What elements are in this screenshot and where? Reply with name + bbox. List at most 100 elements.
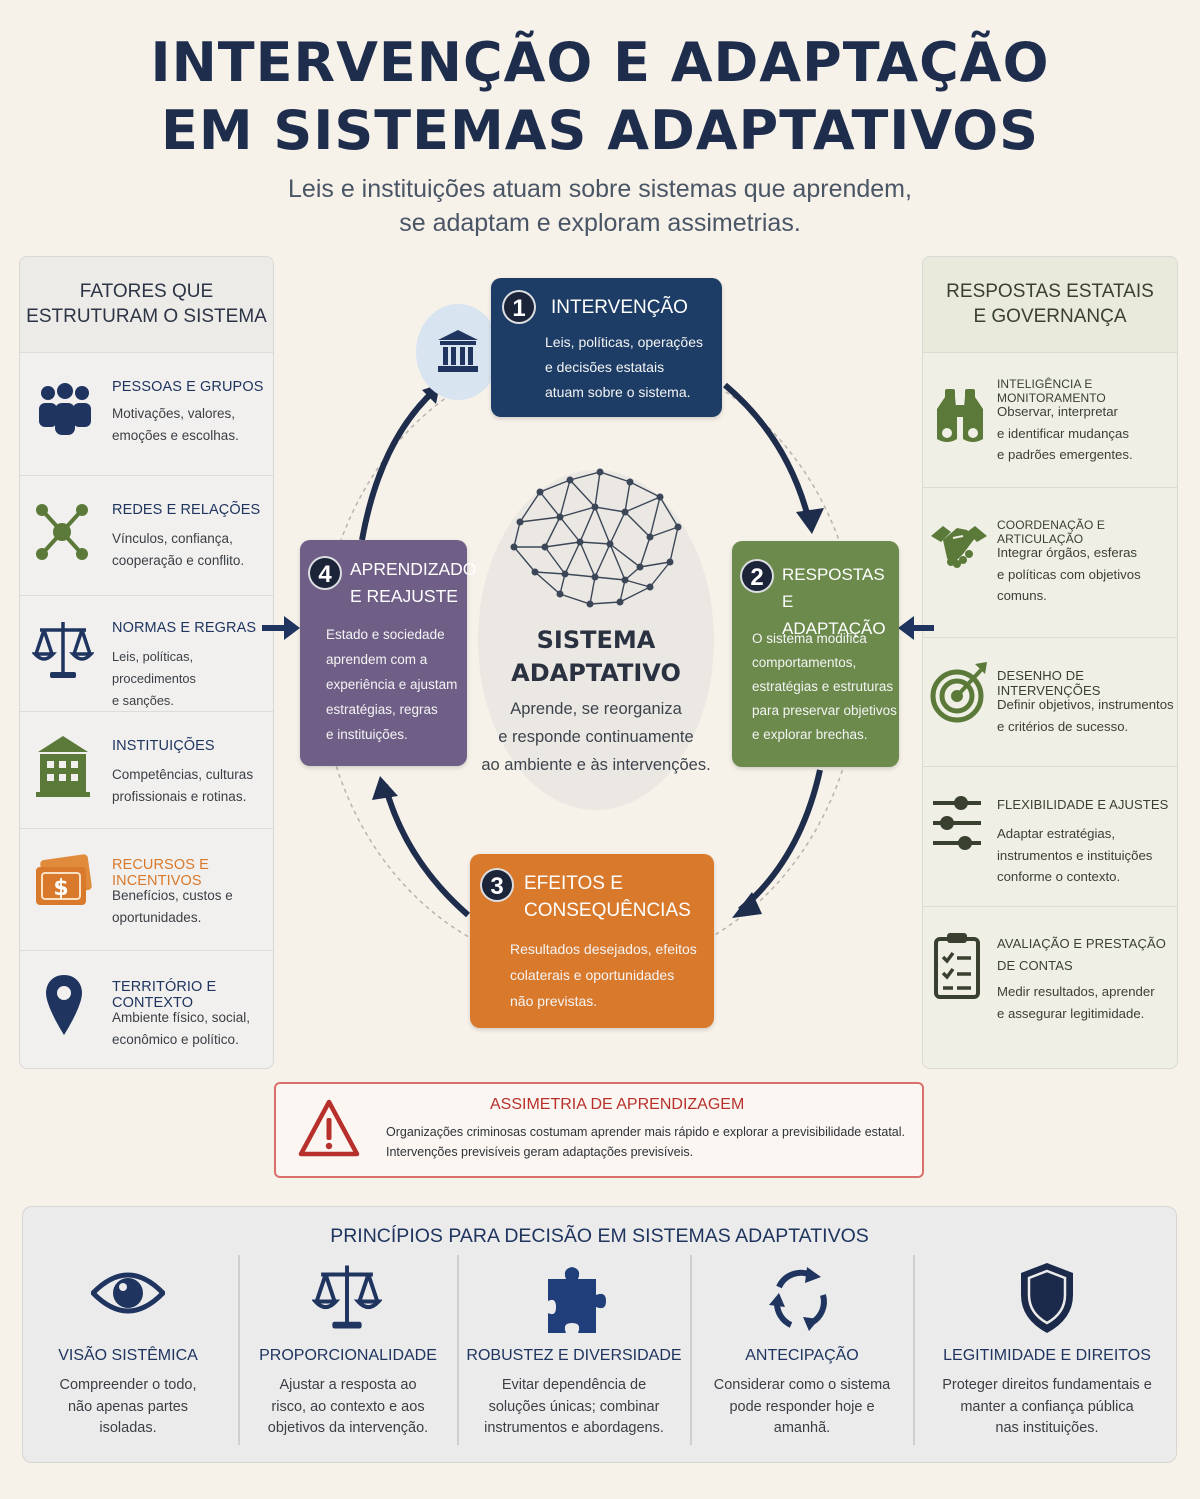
building-icon xyxy=(36,736,90,797)
right-item-coordenacao: COORDENAÇÃO E ARTICULAÇÃO Integrar órgão… xyxy=(923,488,1177,638)
warning-triangle-icon xyxy=(298,1099,360,1157)
step-number: 2 xyxy=(740,559,774,593)
left-factors-panel: FATORES QUE ESTRUTURAM O SISTEMA PESSOAS… xyxy=(19,256,274,1069)
right-item-desc: Adaptar estratégias, instrumentos e inst… xyxy=(997,826,1153,884)
svg-text:$: $ xyxy=(53,876,68,901)
right-item-desc: Integrar órgãos, esferas e políticas com… xyxy=(997,545,1141,603)
right-item-avaliacao: AVALIAÇÃO E PRESTAÇÃO DE CONTAS Medir re… xyxy=(923,907,1177,1070)
principle-desc: Considerar como o sistema pode responder… xyxy=(713,1377,891,1436)
alert-line1: Organizações criminosas costumam aprende… xyxy=(386,1125,905,1139)
alert-title: ASSIMETRIA DE APRENDIZAGEM xyxy=(490,1096,745,1113)
step-title: APRENDIZADO E REAJUSTE xyxy=(350,559,477,606)
right-item-desc: Observar, interpretar e identificar muda… xyxy=(997,404,1133,462)
arrow-1-to-2 xyxy=(723,382,813,526)
principle-desc: Proteger direitos fundamentais e manter … xyxy=(942,1377,1152,1436)
left-item-title: PESSOAS E GRUPOS xyxy=(112,379,264,395)
principles-title: PRINCÍPIOS PARA DECISÃO EM SISTEMAS ADAP… xyxy=(330,1225,869,1247)
binoculars-icon xyxy=(937,389,983,442)
left-item-title: REDES E RELAÇÕES xyxy=(112,502,261,518)
network-brain-icon xyxy=(510,468,682,608)
left-item-normas: NORMAS E REGRAS Leis, políticas, procedi… xyxy=(20,596,273,712)
principle-title: VISÃO SISTÊMICA xyxy=(58,1347,198,1364)
arrow-4-to-1 xyxy=(359,387,438,541)
center-system-title: SISTEMA ADAPTATIVO xyxy=(511,626,681,687)
right-governance-panel: RESPOSTAS ESTATAIS E GOVERNANÇA INTELIGÊ… xyxy=(922,256,1178,1069)
principle-title: PROPORCIONALIDADE xyxy=(259,1347,437,1364)
scales-icon xyxy=(312,1265,382,1329)
step-title: INTERVENÇÃO xyxy=(551,297,688,318)
principle-desc: Ajustar a resposta ao risco, ao contexto… xyxy=(267,1377,429,1436)
left-item-title: INSTITUIÇÕES xyxy=(112,738,215,754)
handshake-icon xyxy=(931,526,987,568)
people-icon xyxy=(39,383,91,435)
left-item-title: TERRITÓRIO E CONTEXTO xyxy=(112,979,217,1011)
arrow-2-to-3 xyxy=(738,769,823,913)
cycle-connectors xyxy=(262,349,934,971)
page-title-line2: EM SISTEMAS ADAPTATIVOS xyxy=(160,99,1040,162)
shield-icon xyxy=(1021,1263,1073,1333)
eye-icon xyxy=(91,1272,165,1314)
step-number: 4 xyxy=(308,556,342,590)
principle-legitimidade: LEGITIMIDADE E DIREITOS Proteger direito… xyxy=(916,1207,1178,1464)
step-4-aprendizado: 4 APRENDIZADO E REAJUSTE Estado e socied… xyxy=(300,540,476,766)
right-item-title: COORDENAÇÃO E ARTICULAÇÃO xyxy=(997,518,1105,546)
principle-robustez: ROBUSTEZ E DIVERSIDADE Evitar dependênci… xyxy=(460,1207,688,1464)
sliders-icon xyxy=(933,796,981,850)
step-desc: Leis, políticas, operações e decisões es… xyxy=(545,334,703,400)
puzzle-icon xyxy=(548,1267,606,1333)
learning-asymmetry-alert: ASSIMETRIA DE APRENDIZAGEM Organizações … xyxy=(274,1082,924,1178)
left-item-redes: REDES E RELAÇÕES Vínculos, confiança, co… xyxy=(20,476,273,596)
left-item-instituicoes: INSTITUIÇÕES Competências, culturas prof… xyxy=(20,712,273,829)
step-number: 1 xyxy=(502,290,536,324)
right-item-desenho: DESENHO DE INTERVENÇÕES Definir objetivo… xyxy=(923,638,1177,767)
left-item-title: RECURSOS E INCENTIVOS xyxy=(112,857,209,889)
principles-panel: PRINCÍPIOS PARA DECISÃO EM SISTEMAS ADAP… xyxy=(22,1206,1177,1463)
left-item-pessoas: PESSOAS E GRUPOS Motivações, valores, em… xyxy=(20,353,273,476)
right-item-title: AVALIAÇÃO E PRESTAÇÃO DE CONTAS xyxy=(997,936,1166,973)
network-icon xyxy=(36,504,88,560)
step-2-respostas: 2 RESPOSTAS E ADAPTAÇÃO O sistema modifi… xyxy=(732,541,899,767)
right-item-title: INTELIGÊNCIA E MONITORAMENTO xyxy=(997,377,1106,405)
right-panel-title: RESPOSTAS ESTATAIS E GOVERNANÇA xyxy=(923,257,1177,353)
location-pin-icon xyxy=(46,975,82,1035)
scales-icon xyxy=(32,622,94,678)
step-desc: Resultados desejados, efeitos colaterais… xyxy=(510,941,697,1009)
right-item-title: DESENHO DE INTERVENÇÕES xyxy=(997,668,1101,698)
right-item-inteligencia: INTELIGÊNCIA E MONITORAMENTO Observar, i… xyxy=(923,353,1177,488)
left-item-desc: Leis, políticas, procedimentos e sanções… xyxy=(112,649,196,708)
subtitle-line1: Leis e instituições atuam sobre sistemas… xyxy=(288,175,912,203)
left-item-desc: Benefícios, custos e oportunidades. xyxy=(112,888,233,925)
alert-line2: Intervenções previsíveis geram adaptaçõe… xyxy=(386,1145,694,1159)
cycle-arrows-icon xyxy=(769,1267,827,1331)
principle-desc: Compreender o todo, não apenas partes is… xyxy=(59,1377,197,1436)
principle-title: ANTECIPAÇÃO xyxy=(745,1347,859,1364)
left-panel-title: FATORES QUE ESTRUTURAM O SISTEMA xyxy=(20,257,273,353)
page-title-line1: INTERVENÇÃO E ADAPTAÇÃO xyxy=(150,31,1050,94)
left-item-desc: Competências, culturas profissionais e r… xyxy=(112,767,254,804)
principle-antecipacao: ANTECIPAÇÃO Considerar como o sistema po… xyxy=(693,1207,911,1464)
money-icon: $ xyxy=(36,854,92,905)
bank-building-icon xyxy=(438,330,478,372)
principle-visao: VISÃO SISTÊMICA Compreender o todo, não … xyxy=(23,1207,233,1464)
step-desc: O sistema modifica comportamentos, estra… xyxy=(752,631,897,742)
government-icon-badge xyxy=(416,304,500,400)
right-item-title: FLEXIBILIDADE E AJUSTES xyxy=(997,797,1169,812)
left-item-recursos: $ RECURSOS E INCENTIVOS Benefícios, cust… xyxy=(20,829,273,951)
step-title: EFEITOS E CONSEQUÊNCIAS xyxy=(524,873,691,921)
step-title: RESPOSTAS E ADAPTAÇÃO xyxy=(782,565,886,638)
right-item-desc: Medir resultados, aprender e assegurar l… xyxy=(997,984,1155,1021)
right-item-flexibilidade: FLEXIBILIDADE E AJUSTES Adaptar estratég… xyxy=(923,767,1177,907)
left-item-desc: Motivações, valores, emoções e escolhas. xyxy=(112,406,239,443)
right-item-desc: Definir objetivos, instrumentos e critér… xyxy=(997,697,1174,734)
principle-desc: Evitar dependência de soluções únicas; c… xyxy=(484,1377,664,1436)
arrow-3-to-4 xyxy=(382,784,470,918)
principle-proporcionalidade: PROPORCIONALIDADE Ajustar a resposta ao … xyxy=(241,1207,455,1464)
subtitle-line2: se adaptam e exploram assimetrias. xyxy=(399,209,801,237)
step-number: 3 xyxy=(480,868,514,902)
step-1-intervencao: 1 INTERVENÇÃO Leis, políticas, operações… xyxy=(491,278,722,417)
principle-title: ROBUSTEZ E DIVERSIDADE xyxy=(466,1347,682,1364)
clipboard-icon xyxy=(934,933,980,999)
left-item-title: NORMAS E REGRAS xyxy=(112,620,257,636)
step-3-efeitos: 3 EFEITOS E CONSEQUÊNCIAS Resultados des… xyxy=(470,854,714,1028)
center-system-desc: Aprende, se reorganiza e responde contin… xyxy=(481,700,711,774)
